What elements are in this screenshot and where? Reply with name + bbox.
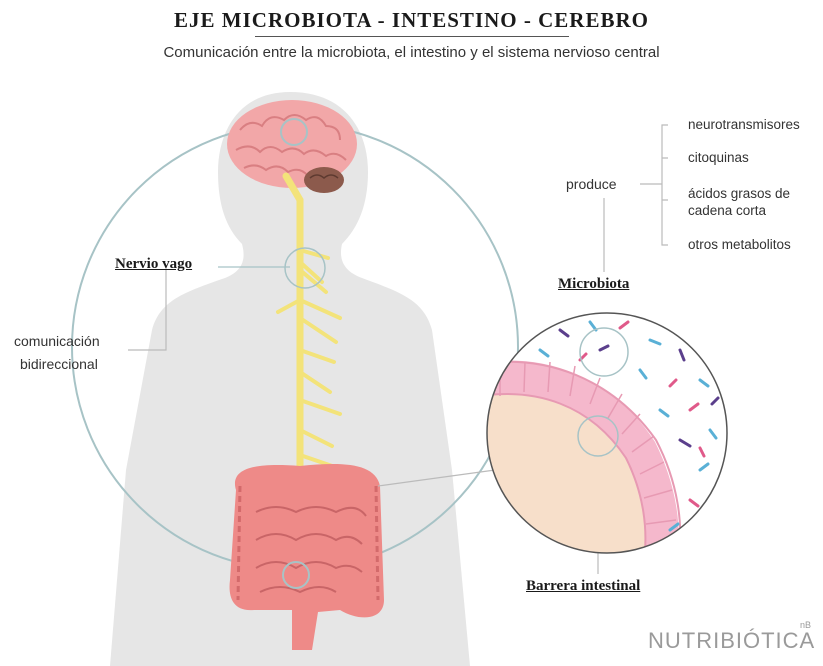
microbiota-zoom <box>480 310 740 560</box>
product-neurotransmisores: neurotransmisores <box>688 117 800 133</box>
label-comunicacion-1: comunicación <box>14 333 100 349</box>
product-citoquinas: citoquinas <box>688 150 749 166</box>
logo-superscript: nB <box>800 620 811 630</box>
label-produce: produce <box>566 176 617 192</box>
label-microbiota: Microbiota <box>558 276 629 293</box>
label-comunicacion-2: bidireccional <box>20 356 98 372</box>
label-barrera-intestinal: Barrera intestinal <box>526 578 640 595</box>
product-otros-metabolitos: otros metabolitos <box>688 237 791 253</box>
product-acidos-grasos: ácidos grasos de <box>688 186 790 202</box>
label-nervio-vago: Nervio vago <box>115 256 192 273</box>
nutribiotica-logo: NUTRIBIÓTICA <box>648 628 815 654</box>
products-bracket <box>662 125 668 245</box>
product-cadena-corta: cadena corta <box>688 203 766 219</box>
